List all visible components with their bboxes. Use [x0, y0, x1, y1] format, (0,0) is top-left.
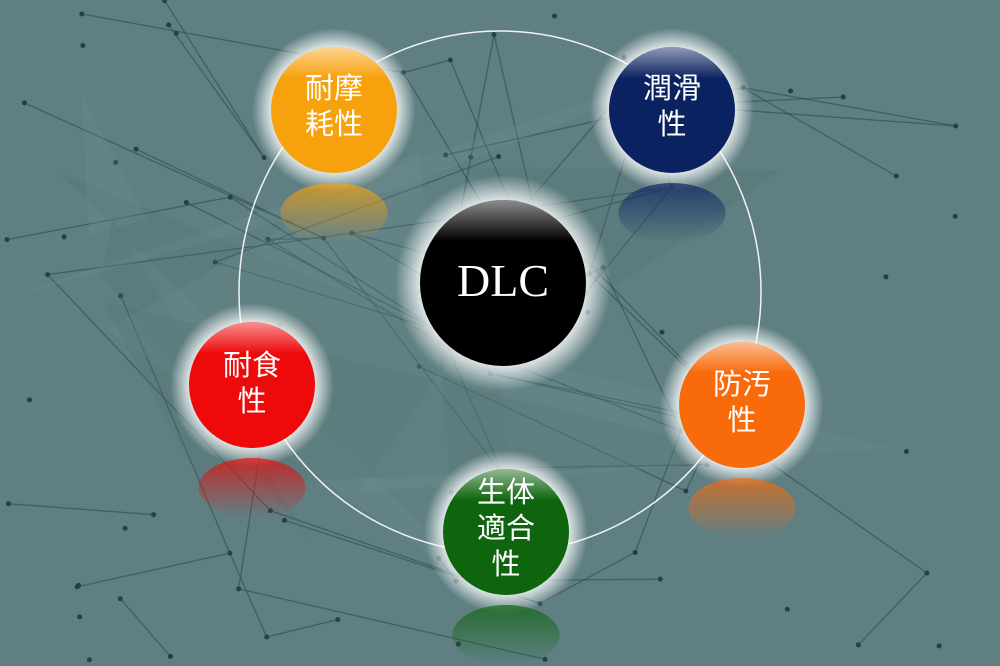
node-reflection [688, 478, 796, 538]
network-node [4, 237, 10, 243]
network-node [788, 88, 794, 94]
node-label-antifouling: 防汚 性 [712, 367, 772, 437]
node-biocompatibility [424, 450, 588, 665]
network-node [443, 152, 449, 158]
network-node [227, 194, 233, 200]
node-wear-resistance [252, 28, 416, 243]
network-line [24, 102, 324, 239]
network-line [857, 572, 928, 646]
network-node [167, 653, 173, 659]
network-line [418, 365, 687, 492]
network-node [491, 32, 497, 38]
network-line [77, 552, 230, 588]
network-node [162, 0, 168, 4]
network-line [323, 237, 499, 469]
network-node [265, 236, 271, 242]
node-label-lubricity: 潤滑 性 [642, 71, 702, 141]
network-node [840, 94, 846, 100]
node-highlight [679, 342, 805, 468]
network-node [27, 397, 33, 403]
network-node [659, 329, 665, 335]
node-dlc [395, 175, 611, 391]
network-line [742, 87, 897, 177]
node-antifouling [660, 323, 824, 538]
network-node [657, 576, 663, 582]
node-highlight [443, 469, 569, 595]
network-node [335, 617, 341, 623]
node-reflection [280, 183, 388, 243]
node-reflection [452, 605, 560, 665]
network-node [212, 259, 218, 265]
node-lubricity [590, 28, 754, 243]
network-node [80, 43, 86, 49]
node-highlight [271, 47, 397, 173]
network-node [45, 272, 51, 278]
network-node [112, 159, 118, 165]
network-line [8, 503, 154, 516]
node-label-wear-resistance: 耐摩 耗性 [304, 71, 364, 141]
network-line [119, 598, 171, 657]
network-line [214, 261, 439, 331]
node-highlight [189, 322, 315, 448]
network-node [61, 234, 67, 240]
network-node [893, 173, 899, 179]
network-node [86, 657, 92, 663]
center-label-dlc: DLC [457, 255, 549, 306]
network-line [403, 59, 451, 74]
network-node [183, 199, 189, 205]
network-node [936, 643, 942, 649]
network-line [47, 232, 352, 276]
network-line [229, 552, 268, 638]
network-node [166, 22, 172, 28]
network-line [6, 196, 231, 241]
network-node [542, 656, 548, 662]
network-line [266, 618, 338, 638]
network-node [281, 517, 287, 523]
network-node [117, 596, 123, 602]
network-node [953, 123, 959, 129]
network-node [552, 13, 558, 19]
network-node [21, 100, 27, 106]
network-line [742, 87, 956, 127]
network-node [883, 274, 889, 280]
network-node [77, 614, 83, 620]
network-node [5, 501, 11, 507]
node-reflection [618, 183, 726, 243]
node-corrosion-resistance [170, 303, 334, 518]
network-line [168, 24, 265, 159]
network-node [496, 154, 502, 160]
network-node [952, 213, 958, 219]
node-label-biocompatibility: 生体 適合 性 [476, 475, 536, 581]
network-node [133, 146, 139, 152]
network-node [924, 570, 930, 576]
network-node [903, 448, 909, 454]
network-node [632, 549, 638, 555]
network-node [79, 11, 85, 17]
node-highlight [609, 47, 735, 173]
network-node [784, 606, 790, 612]
network-line [120, 295, 231, 554]
background-facet [81, 95, 148, 235]
network-node [122, 525, 128, 531]
network-node [74, 584, 80, 590]
node-label-corrosion-resistance: 耐食 性 [222, 348, 282, 418]
node-highlight [420, 200, 586, 366]
network-line [164, 0, 265, 158]
node-reflection [198, 458, 306, 518]
network-line [634, 430, 682, 553]
